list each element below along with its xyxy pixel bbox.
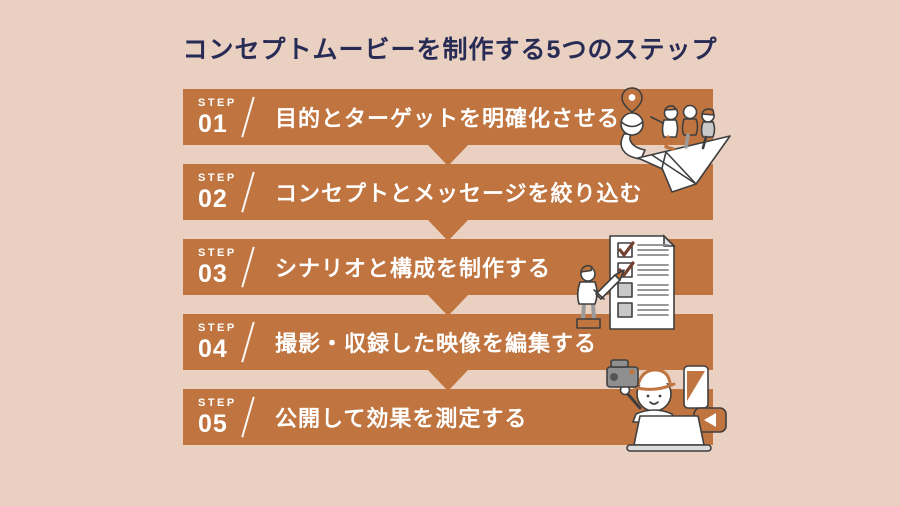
step-number: 02 xyxy=(198,184,228,213)
step-label: STEP 04 xyxy=(183,321,258,363)
arrow-down-icon xyxy=(427,219,469,241)
step-number: 03 xyxy=(198,259,228,288)
step-number: 01 xyxy=(198,109,228,138)
step-label: STEP 03 xyxy=(183,246,258,288)
videographer-with-camcorder-laptop-phone-play-button-illustration xyxy=(606,359,727,452)
step-row-05: STEP 05 公開して効果を測定する xyxy=(183,389,713,445)
step-word: STEP xyxy=(198,396,237,409)
arrow-down-icon xyxy=(427,294,469,316)
arrow-down-icon xyxy=(427,369,469,391)
step-title-text: 撮影・収録した映像を編集する xyxy=(275,331,598,356)
step-title-text: 公開して効果を測定する xyxy=(275,406,528,431)
step-label: STEP 01 xyxy=(183,96,258,138)
arrow-down-icon xyxy=(427,144,469,166)
person-checking-checklist-with-pencil-illustration xyxy=(576,234,676,330)
step-label: STEP 05 xyxy=(183,396,258,438)
step-word: STEP xyxy=(198,246,237,259)
step-number: 05 xyxy=(198,409,228,438)
step-row-04: STEP 04 撮影・収録した映像を編集する xyxy=(183,314,713,391)
step-title-text: シナリオと構成を制作する xyxy=(275,256,552,281)
step-title-text: 目的とターゲットを明確化させる xyxy=(275,106,621,131)
step-label: STEP 02 xyxy=(183,171,258,213)
team-riding-paper-airplane-with-map-pin-illustration xyxy=(620,87,731,193)
step-word: STEP xyxy=(198,171,237,184)
step-word: STEP xyxy=(198,96,237,109)
step-title-text: コンセプトとメッセージを絞り込む xyxy=(275,181,643,206)
step-row-02: STEP 02 コンセプトとメッセージを絞り込む xyxy=(183,164,713,241)
step-number: 04 xyxy=(198,334,228,363)
page-title: コンセプトムービーを制作する5つのステップ xyxy=(182,36,718,64)
step-word: STEP xyxy=(198,321,237,334)
